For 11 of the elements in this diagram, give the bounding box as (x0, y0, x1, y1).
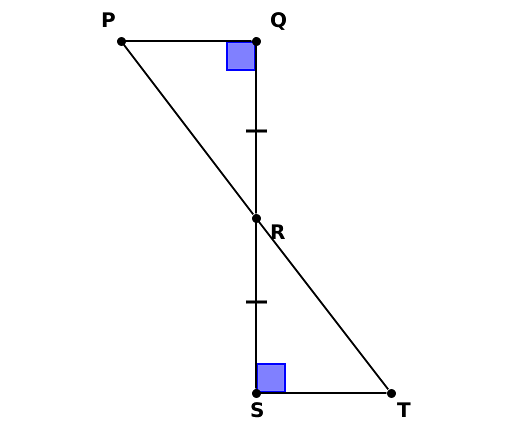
line-segment (255, 46, 257, 214)
line-segment (258, 220, 390, 390)
line-segment (255, 222, 257, 388)
point-label: P (101, 10, 116, 30)
point-label: S (250, 400, 264, 420)
line-segment (126, 40, 252, 42)
point-label: R (270, 222, 286, 242)
point-label: Q (270, 10, 288, 30)
point-label: T (397, 400, 411, 420)
line-segment (122, 44, 254, 216)
line-segment (260, 392, 386, 394)
